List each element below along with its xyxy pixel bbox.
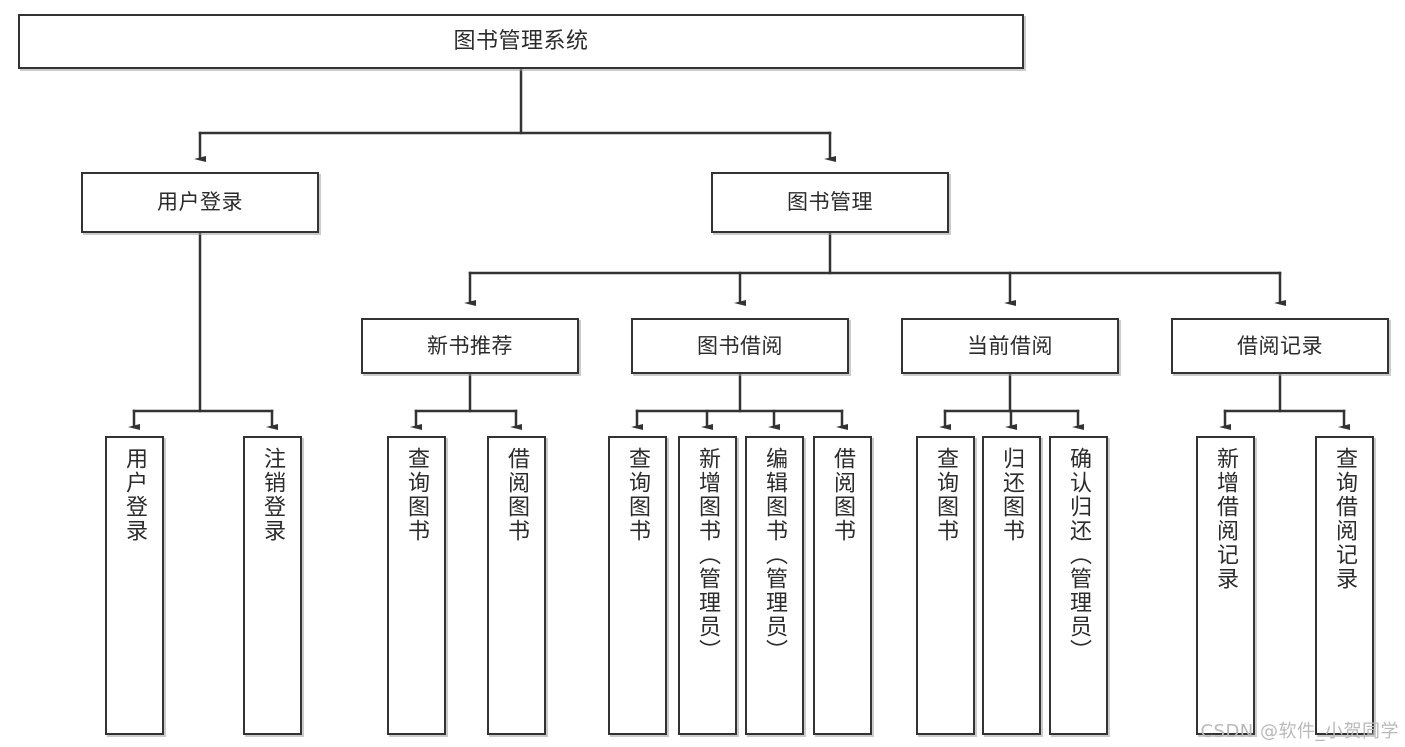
- node-current-borrow[interactable]: 当前借阅: [901, 318, 1119, 374]
- node-book-manage[interactable]: 图书管理: [711, 172, 949, 233]
- node-user-login-label: 用户登录: [157, 190, 243, 215]
- node-user-login[interactable]: 用户登录: [81, 172, 319, 233]
- node-root-system-label: 图书管理系统: [453, 28, 589, 54]
- node-book-manage-label: 图书管理: [787, 190, 873, 215]
- node-leaf-logout-login[interactable]: 注销登录: [243, 436, 302, 735]
- node-leaf-query-book-rec[interactable]: 查询图书: [387, 436, 446, 735]
- node-leaf-query-book-borrow[interactable]: 查询图书: [608, 436, 667, 735]
- node-leaf-user-login-label: 用户登录: [122, 447, 148, 543]
- node-leaf-query-book-rec-label: 查询图书: [404, 447, 430, 543]
- node-leaf-query-book-cur-label: 查询图书: [933, 447, 959, 543]
- node-leaf-add-borrow-record-label: 新增借阅记录: [1213, 447, 1239, 591]
- node-leaf-edit-book-label: 编辑图书（管理员）: [762, 447, 788, 663]
- node-new-book-recommend-label: 新书推荐: [427, 333, 513, 358]
- node-leaf-borrow-book-label: 借阅图书: [830, 447, 856, 543]
- node-borrow-record-label: 借阅记录: [1237, 333, 1323, 358]
- node-book-borrow[interactable]: 图书借阅: [631, 318, 849, 374]
- node-leaf-query-borrow-record[interactable]: 查询借阅记录: [1315, 436, 1374, 735]
- node-leaf-borrow-book-rec-label: 借阅图书: [504, 447, 530, 543]
- node-leaf-query-book-cur[interactable]: 查询图书: [916, 436, 975, 735]
- node-root-system[interactable]: 图书管理系统: [18, 14, 1024, 69]
- node-current-borrow-label: 当前借阅: [967, 333, 1053, 358]
- node-leaf-query-book-borrow-label: 查询图书: [625, 447, 651, 543]
- node-leaf-add-borrow-record[interactable]: 新增借阅记录: [1196, 436, 1255, 735]
- watermark-text: CSDN @软件_小贺同学: [1200, 721, 1399, 742]
- node-leaf-edit-book[interactable]: 编辑图书（管理员）: [745, 436, 804, 735]
- node-leaf-query-borrow-record-label: 查询借阅记录: [1332, 447, 1358, 591]
- node-borrow-record[interactable]: 借阅记录: [1171, 318, 1389, 374]
- node-leaf-add-book-label: 新增图书（管理员）: [695, 447, 721, 663]
- node-new-book-recommend[interactable]: 新书推荐: [361, 318, 579, 374]
- node-leaf-borrow-book[interactable]: 借阅图书: [813, 436, 872, 735]
- node-leaf-borrow-book-rec[interactable]: 借阅图书: [487, 436, 546, 735]
- node-leaf-user-login[interactable]: 用户登录: [105, 436, 164, 735]
- node-leaf-confirm-return[interactable]: 确认归还（管理员）: [1049, 436, 1108, 735]
- node-leaf-return-book-label: 归还图书: [999, 447, 1025, 543]
- node-book-borrow-label: 图书借阅: [697, 333, 783, 358]
- node-leaf-confirm-return-label: 确认归还（管理员）: [1066, 447, 1092, 663]
- node-leaf-add-book[interactable]: 新增图书（管理员）: [678, 436, 737, 735]
- node-leaf-return-book[interactable]: 归还图书: [982, 436, 1041, 735]
- node-leaf-logout-login-label: 注销登录: [260, 447, 286, 543]
